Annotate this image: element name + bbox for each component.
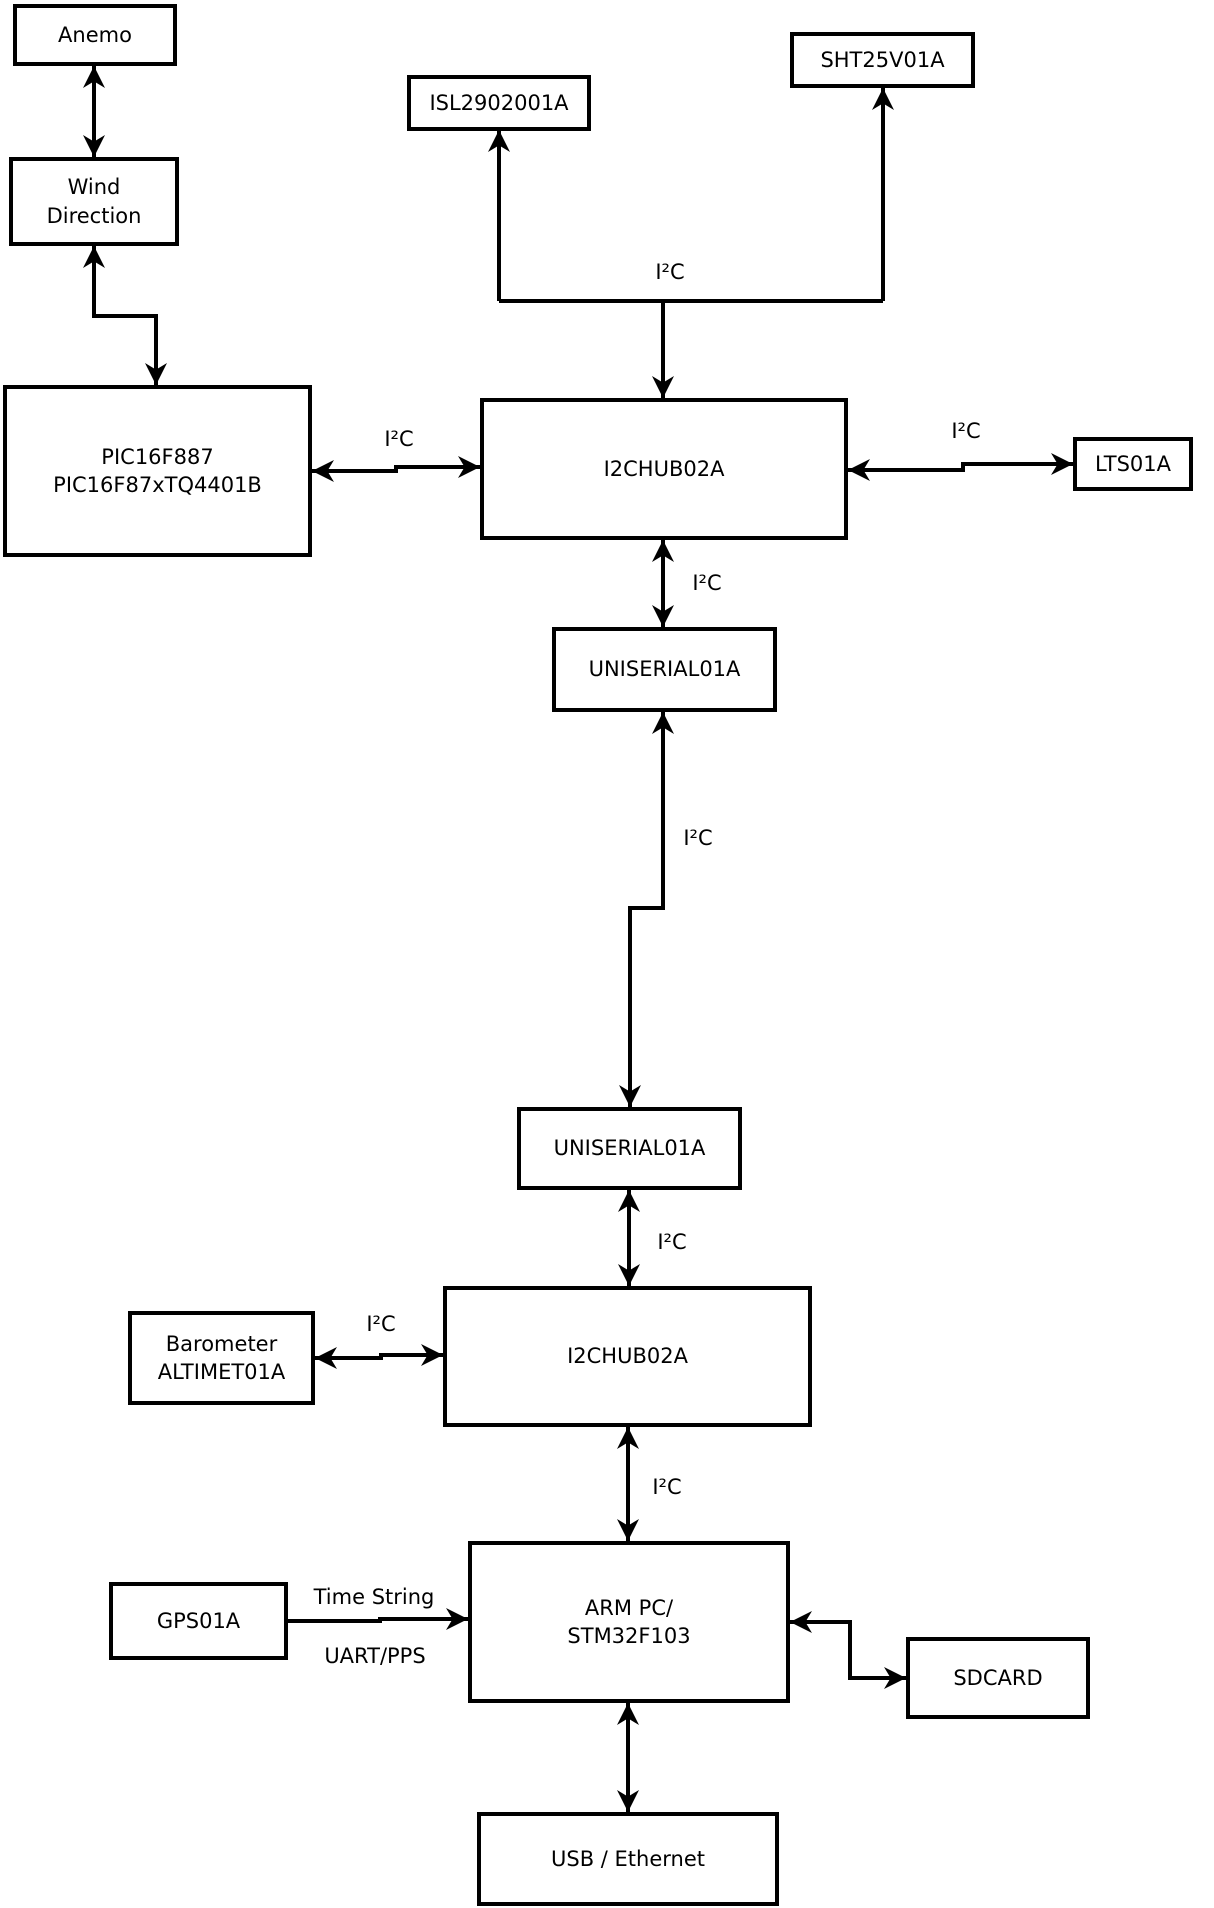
edge-arm-sdcard xyxy=(790,1611,906,1689)
node-uniserial01a-lower: UNISERIAL01A xyxy=(517,1107,742,1190)
edge-label-i2c-bus: I²C xyxy=(655,260,685,284)
edge-i2chubtop-lts xyxy=(848,453,1073,481)
edge-pic-i2chubtop xyxy=(312,456,480,482)
node-anemo: Anemo xyxy=(13,4,177,66)
node-label: LTS01A xyxy=(1094,451,1172,476)
edge-label-i2c-hub-arm: I²C xyxy=(652,1475,682,1499)
node-i2chub02a-top: I2CHUB02A xyxy=(480,398,848,540)
node-usb-ethernet: USB / Ethernet xyxy=(477,1812,779,1906)
edge-label-uart-pps: UART/PPS xyxy=(324,1644,426,1668)
node-barometer-altimet: Barometer ALTIMET01A xyxy=(128,1311,315,1405)
node-label: UNISERIAL01A xyxy=(553,1136,706,1161)
node-label: Wind Direction xyxy=(46,175,142,228)
node-label: GPS01A xyxy=(156,1608,241,1633)
node-pic16f887: PIC16F887 PIC16F87xTQ4401B xyxy=(3,385,312,557)
node-label: USB / Ethernet xyxy=(551,1846,705,1871)
node-sdcard: SDCARD xyxy=(906,1637,1090,1719)
node-isl2902001a: ISL2902001A xyxy=(407,75,591,131)
node-lts01a: LTS01A xyxy=(1073,437,1193,491)
node-label: Barometer ALTIMET01A xyxy=(157,1331,286,1384)
edge-label-i2c-hub-lts: I²C xyxy=(951,419,981,443)
edge-label-i2c-uniserial1-uniserial2: I²C xyxy=(683,826,713,850)
node-arm-pc: ARM PC/ STM32F103 xyxy=(468,1541,790,1703)
node-wind-direction: Wind Direction xyxy=(9,157,179,246)
edge-label-i2c-uniserial2-hub: I²C xyxy=(657,1230,687,1254)
edge-label-i2c-hub-uniserial1: I²C xyxy=(692,571,722,595)
node-label: UNISERIAL01A xyxy=(588,657,741,682)
edge-gps-arm xyxy=(288,1608,468,1630)
node-uniserial01a-upper: UNISERIAL01A xyxy=(552,627,777,712)
node-label: SDCARD xyxy=(953,1665,1043,1690)
node-i2chub02a-bottom: I2CHUB02A xyxy=(443,1286,812,1427)
node-label: SHT25V01A xyxy=(820,47,945,72)
node-gps01a: GPS01A xyxy=(109,1582,288,1660)
edge-label-i2c-barometer-hub: I²C xyxy=(366,1312,396,1336)
node-label: ARM PC/ STM32F103 xyxy=(567,1595,691,1648)
edge-label-time-string: Time String xyxy=(313,1585,435,1609)
edge-winddirection-pic xyxy=(83,246,167,385)
node-label: I2CHUB02A xyxy=(603,456,725,481)
node-sht25v01a: SHT25V01A xyxy=(790,32,975,88)
node-label: Anemo xyxy=(58,22,132,47)
node-label: I2CHUB02A xyxy=(567,1344,688,1369)
edge-barometer-i2chubbottom xyxy=(315,1344,443,1369)
node-label: PIC16F887 PIC16F87xTQ4401B xyxy=(53,444,262,497)
edge-uniserial1-uniserial2 xyxy=(619,712,674,1107)
node-label: ISL2902001A xyxy=(429,90,569,115)
edge-label-i2c-pic-hub: I²C xyxy=(384,427,414,451)
